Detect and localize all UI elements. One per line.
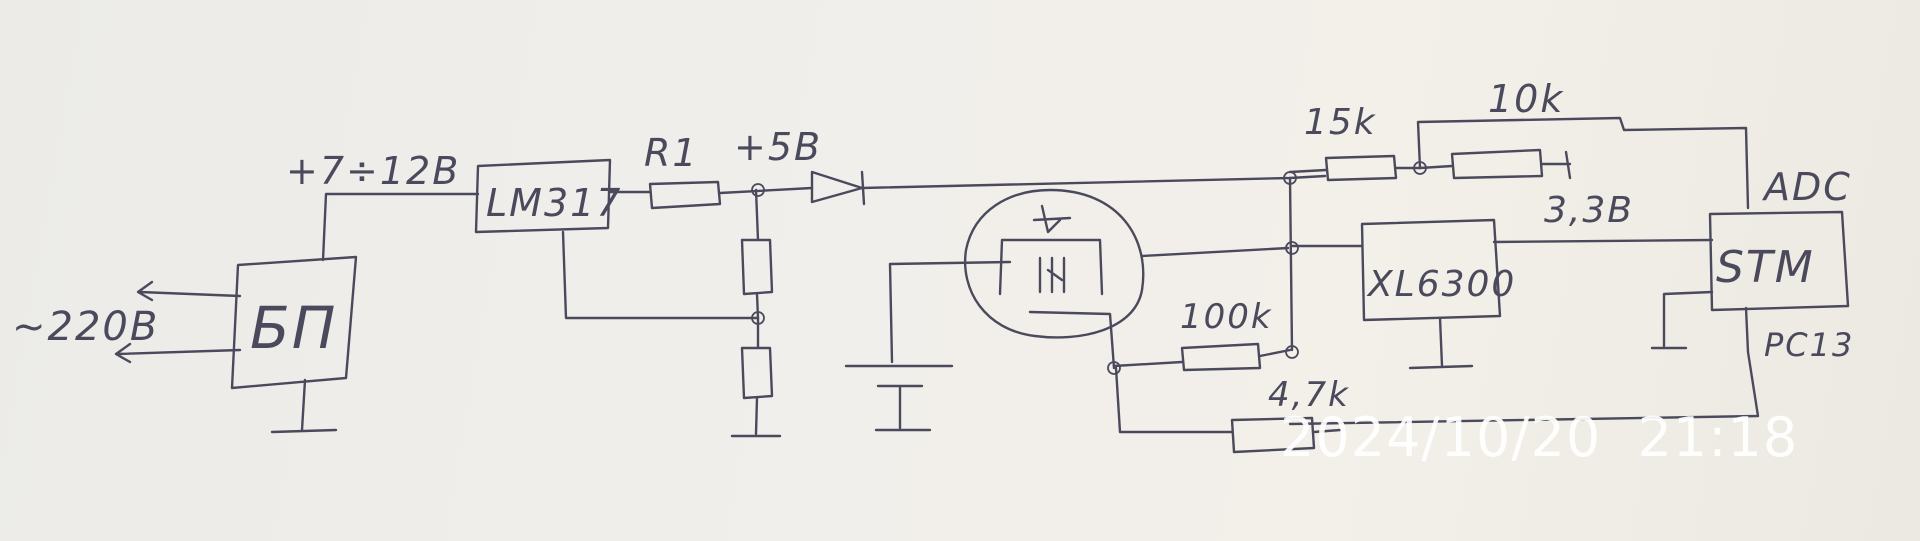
regulator-adjust-lead [561,230,760,320]
mcu-ground [1650,290,1714,350]
label-supply-voltage: +7÷12B [286,149,460,193]
label-res-4k7: 4,7k [1268,375,1350,415]
label-pin-pc13: PC13 [1764,326,1854,364]
label-res-100k: 100k [1180,297,1273,337]
label-converter: XL6300 [1366,264,1516,305]
mosfet-body [998,204,1104,296]
junction-bus-low [1285,345,1299,359]
schematic-labels: ~220B БП +7÷12B LM317 R1 +5B 15k 10k 3,3… [12,77,1854,415]
diode [810,170,866,206]
resistor-3v3 [1450,148,1544,180]
battery-symbol [844,364,954,432]
rail-5v-wire [718,186,814,195]
label-rail-3v3: 3,3B [1544,190,1634,231]
junction-gate [1107,361,1121,375]
feed-wire-15k [1288,168,1328,174]
label-res-10k: 10k [1488,77,1564,121]
regulator-box [474,158,612,234]
power-supply-output-lead [321,192,480,262]
junction-adjust [751,311,765,325]
mosfet-circle [963,188,1145,339]
battery-wire [888,260,1012,364]
mcu-box [1708,210,1850,312]
mains-arrow-bottom [114,342,242,364]
label-rail-5v: +5B [734,125,822,169]
resistor-100k [1112,342,1292,372]
mosfet-gate-lead [1028,310,1116,370]
junction-5v [751,183,765,197]
power-supply-ground-lead [270,378,338,434]
converter-ground [1408,316,1474,370]
label-adc: ADC [1761,165,1852,209]
converter-box [1360,218,1502,322]
photo-timestamp: 2024/10/20 21:18 [1280,406,1798,469]
main-rail-wire [860,174,1327,190]
mcu-pc13-wire [1288,306,1760,426]
resistor-15k [1324,154,1398,182]
label-resistor-r1: R1 [644,131,699,175]
converter-output-wire [1492,238,1714,244]
label-power-supply: БП [250,294,337,362]
label-mains-input: ~220B [12,304,159,350]
power-supply-box [230,255,358,390]
divider-upper-resistor [740,188,774,320]
junction-bus-top [1283,171,1297,185]
mains-arrow-top [136,280,242,302]
label-res-15k: 15k [1304,102,1377,143]
resistor-10k-upper-wire [1416,116,1750,210]
resistor-r1 [648,180,722,210]
schematic-wires [114,116,1850,454]
mosfet-drain-wire [1140,246,1290,258]
divider-lower-resistor [730,316,782,438]
junction-bus-mid [1285,241,1299,255]
junction-dots [751,161,1427,375]
resistor-4k7 [1114,366,1342,454]
junction-bus [1288,176,1294,352]
label-mcu: STM [1716,242,1815,293]
ground-3v3 [1418,150,1572,180]
junction-10k [1413,161,1427,175]
label-regulator: LM317 [486,181,623,225]
